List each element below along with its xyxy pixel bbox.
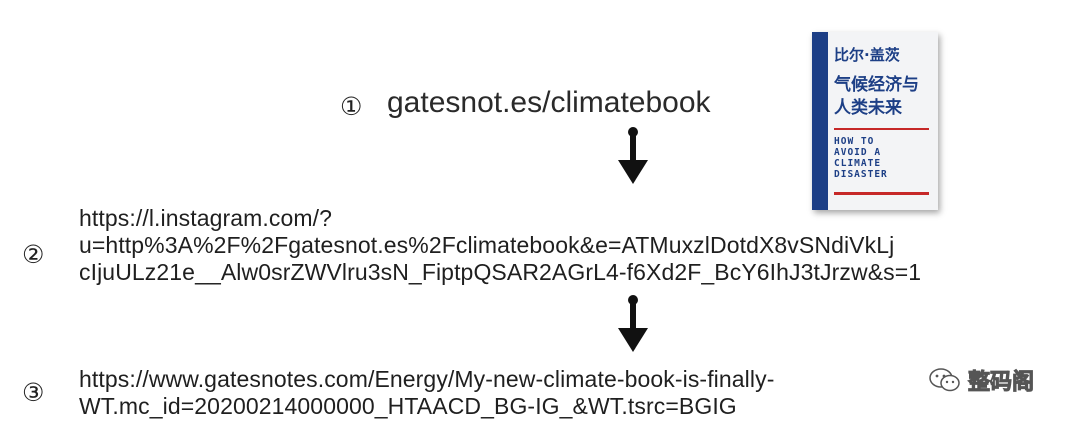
book-author: 比尔·盖茨 xyxy=(834,46,900,64)
wechat-icon xyxy=(929,368,960,392)
down-arrow-icon xyxy=(618,295,648,352)
step-1-short-url: gatesnot.es/climatebook xyxy=(387,86,711,119)
down-arrow-icon xyxy=(618,127,648,184)
step-2-url-line: u=http%3A%2F%2Fgatesnot.es%2Fclimatebook… xyxy=(79,232,895,258)
book-cover-image: 比尔·盖茨 气候经济与 人类未来 HOW TO AVOID A CLIMATE … xyxy=(812,32,938,210)
book-spine xyxy=(812,32,828,210)
book-divider xyxy=(834,192,929,195)
step-number-1: ① xyxy=(340,92,363,121)
step-2-url-block: https://l.instagram.com/? u=http%3A%2F%2… xyxy=(79,205,921,286)
step-3-url-block: https://www.gatesnotes.com/Energy/My-new… xyxy=(79,366,774,420)
step-3-url-line: WT.mc_id=20200214000000_HTAACD_BG-IG_&WT… xyxy=(79,393,737,419)
step-3-url-line: https://www.gatesnotes.com/Energy/My-new… xyxy=(79,366,775,392)
book-title-english: HOW TO AVOID A CLIMATE DISASTER xyxy=(834,136,888,180)
book-title-chinese: 气候经济与 人类未来 xyxy=(834,75,919,118)
step-2-url-line: cIjuULz21e__Alw0srZWVlru3sN_FiptpQSAR2AG… xyxy=(79,259,922,285)
watermark: 整码阁 xyxy=(928,362,1035,398)
step-number-2: ② xyxy=(22,240,45,269)
watermark-text: 整码阁 xyxy=(967,370,1035,396)
step-2-url-line: https://l.instagram.com/? xyxy=(79,205,333,231)
book-divider xyxy=(834,128,929,130)
step-number-3: ③ xyxy=(22,378,45,407)
